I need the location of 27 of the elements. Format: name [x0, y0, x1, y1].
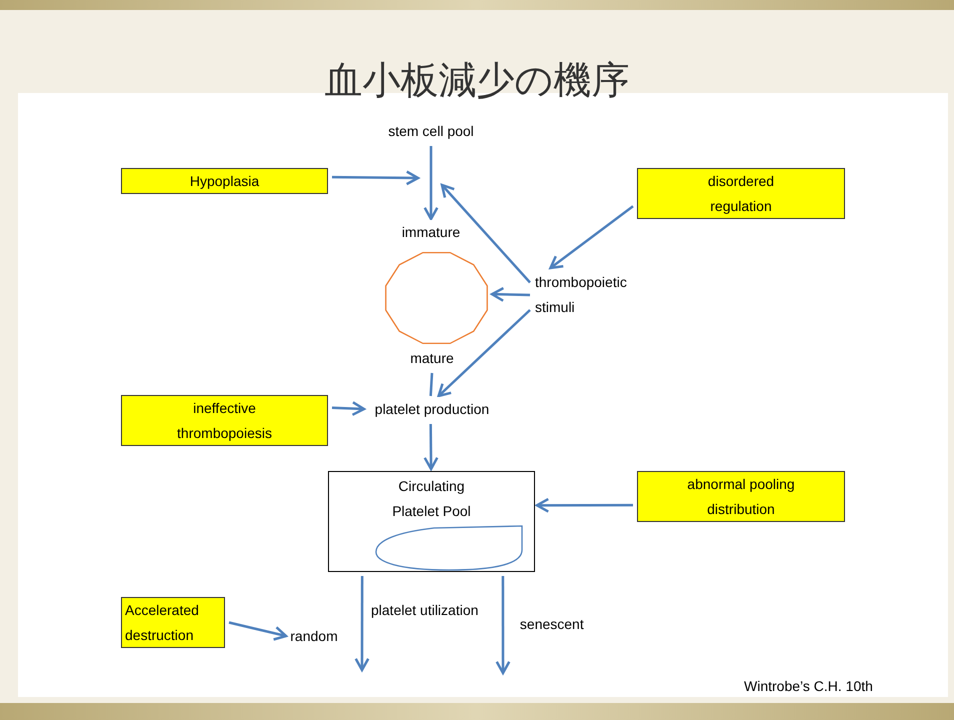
- arrow: [536, 498, 633, 513]
- arrow: [423, 424, 438, 470]
- arrow: [496, 576, 510, 674]
- cause-box: [121, 597, 225, 648]
- arrow: [332, 170, 420, 186]
- cause-box: [121, 395, 328, 446]
- cause-box: [637, 471, 845, 522]
- source-note: Wintrobe’s C.H. 10th: [744, 677, 873, 695]
- node-text: Accelerated destruction: [125, 600, 200, 644]
- node-text: abnormal pooling distribution: [686, 474, 796, 518]
- arrow: [354, 576, 370, 672]
- arrow: [490, 286, 530, 302]
- node-text: Circulating Platelet Pool: [391, 477, 472, 521]
- arrow: [228, 621, 288, 641]
- title: 血小板減少の機序: [324, 57, 630, 104]
- pool-box: [328, 471, 535, 572]
- arrow: [440, 184, 531, 284]
- arrow: [437, 309, 531, 398]
- flow-label: platelet utilization: [371, 601, 478, 619]
- cause-box: [637, 168, 845, 219]
- node-text: disordered regulation: [706, 172, 776, 216]
- arrow: [424, 146, 438, 220]
- node-text: Hypoplasia: [190, 172, 260, 191]
- arrow: [549, 205, 634, 270]
- node-text: ineffective thrombopoiesis: [176, 398, 273, 443]
- arrow: [332, 401, 366, 416]
- cause-box: [121, 168, 328, 194]
